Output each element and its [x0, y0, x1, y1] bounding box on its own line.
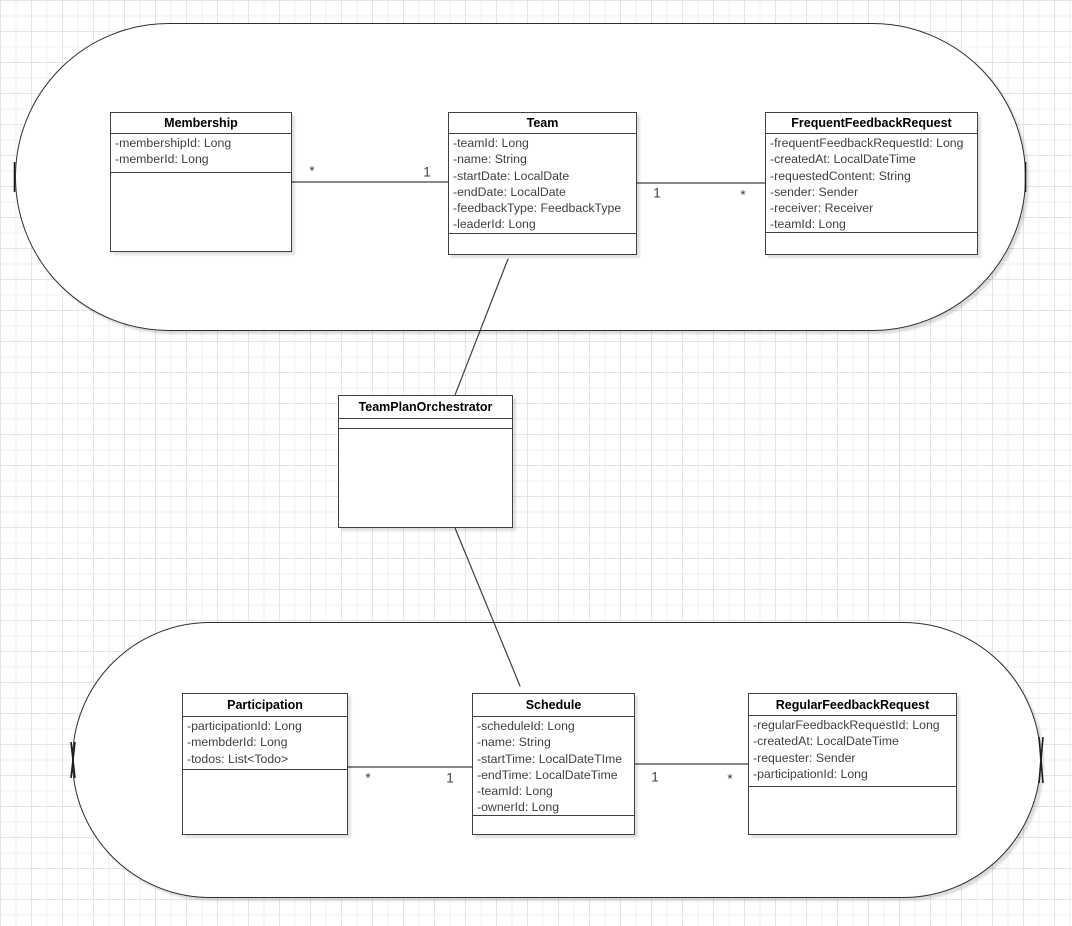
class-title: TeamPlanOrchestrator [339, 396, 512, 419]
class-methods [183, 770, 347, 834]
dependency-arrow-orchestrator-team[interactable] [454, 259, 508, 396]
class-attributes: -teamId: Long -name: String -startDate: … [449, 134, 636, 234]
class-methods [111, 173, 291, 251]
class-box-team[interactable]: Team -teamId: Long -name: String -startD… [448, 112, 637, 255]
class-title: Membership [111, 113, 291, 134]
class-box-frequentfeedbackrequest[interactable]: FrequentFeedbackRequest -frequentFeedbac… [765, 112, 978, 255]
class-title: Schedule [473, 694, 634, 717]
boundary-anchor-mark [70, 741, 76, 779]
multiplicity-label[interactable]: * [740, 187, 746, 203]
class-box-participation[interactable]: Participation -participationId: Long -me… [182, 693, 348, 835]
multiplicity-label[interactable]: 1 [651, 769, 659, 785]
multiplicity-label[interactable]: * [309, 163, 315, 179]
class-attributes: -regularFeedbackRequestId: Long -created… [749, 716, 956, 787]
class-methods [339, 429, 512, 527]
class-methods [766, 233, 977, 254]
dependency-arrow-orchestrator-schedule[interactable] [454, 527, 520, 686]
multiplicity-label[interactable]: 1 [446, 770, 454, 786]
class-box-schedule[interactable]: Schedule -scheduleId: Long -name: String… [472, 693, 635, 835]
class-methods [473, 816, 634, 834]
class-title: RegularFeedbackRequest [749, 694, 956, 716]
class-box-teamplanorchestrator[interactable]: TeamPlanOrchestrator [338, 395, 513, 528]
boundary-anchor-mark [1038, 736, 1044, 784]
class-methods [749, 787, 956, 834]
class-box-regularfeedbackrequest[interactable]: RegularFeedbackRequest -regularFeedbackR… [748, 693, 957, 835]
class-title: FrequentFeedbackRequest [766, 113, 977, 134]
class-attributes: -participationId: Long -membderId: Long … [183, 717, 347, 770]
multiplicity-label[interactable]: 1 [653, 185, 661, 201]
multiplicity-label[interactable]: * [727, 771, 733, 787]
multiplicity-label[interactable]: 1 [423, 164, 431, 180]
class-attributes: -frequentFeedbackRequestId: Long -create… [766, 134, 977, 233]
class-attributes: -membershipId: Long -memberId: Long [111, 134, 291, 173]
class-title: Team [449, 113, 636, 134]
class-title: Participation [183, 694, 347, 717]
multiplicity-label[interactable]: * [365, 770, 371, 786]
class-box-membership[interactable]: Membership -membershipId: Long -memberId… [110, 112, 292, 252]
class-methods [449, 234, 636, 254]
class-attributes: -scheduleId: Long -name: String -startTi… [473, 717, 634, 816]
class-attributes [339, 419, 512, 429]
